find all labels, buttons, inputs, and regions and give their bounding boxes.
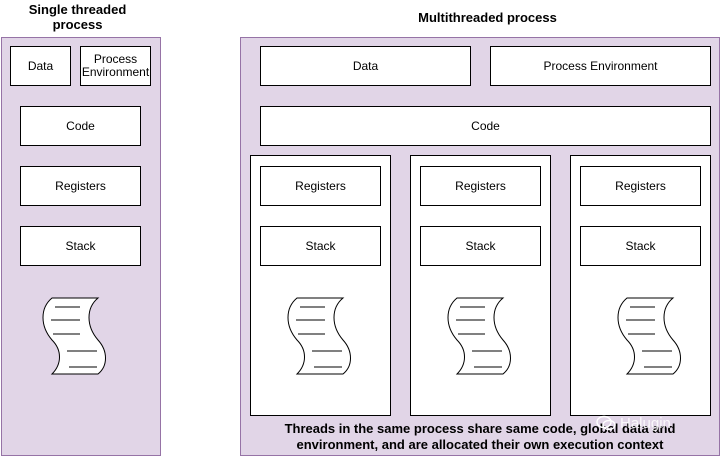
watermark-text: Halugin [620,414,671,432]
single-data-box: Data [10,46,71,86]
caption-line2: environment, and are allocated their own… [296,437,664,452]
thread1-stack-box: Stack [260,226,381,266]
thread3-registers-box: Registers [580,166,701,206]
single-code-box: Code [20,106,141,146]
thread1-stack-label: Stack [305,238,336,253]
single-registers-box: Registers [20,166,141,206]
single-data-label: Data [27,58,54,73]
single-stack-label: Stack [65,238,96,253]
scroll-document-icon [617,297,681,375]
multi-code-box: Code [260,106,711,146]
scroll-document-icon [447,297,511,375]
thread2-registers-label: Registers [455,178,506,193]
single-title-line2: process [52,17,103,32]
single-env-box: Process Environment [80,46,151,86]
multi-data-label: Data [352,58,379,73]
multi-data-box: Data [260,46,471,86]
thread2-registers-box: Registers [420,166,541,206]
thread3-stack-label: Stack [625,238,656,253]
single-env-line2: Environment [81,65,150,79]
thread1-registers-box: Registers [260,166,381,206]
multi-code-label: Code [471,118,500,133]
single-process-title: Single threaded process [10,2,145,32]
single-registers-label: Registers [55,178,106,193]
thread3-stack-box: Stack [580,226,701,266]
thread2-stack-label: Stack [465,238,496,253]
single-title-line1: Single threaded [28,2,127,17]
single-stack-box: Stack [20,226,141,266]
scroll-document-icon [287,297,351,375]
wechat-icon [596,415,616,431]
thread1-registers-label: Registers [295,178,346,193]
multi-env-box: Process Environment [490,46,711,86]
single-env-line1: Process [93,52,138,66]
thread2-stack-box: Stack [420,226,541,266]
thread3-registers-label: Registers [615,178,666,193]
multi-env-label: Process Environment [543,58,658,73]
multi-process-title: Multithreaded process [418,10,557,25]
scroll-document-icon [42,297,106,375]
single-code-label: Code [66,118,95,133]
watermark: Halugin [596,412,706,434]
threads-caption: Threads in the same process share same c… [244,421,716,453]
caption-line1: Threads in the same process share same c… [284,421,676,436]
